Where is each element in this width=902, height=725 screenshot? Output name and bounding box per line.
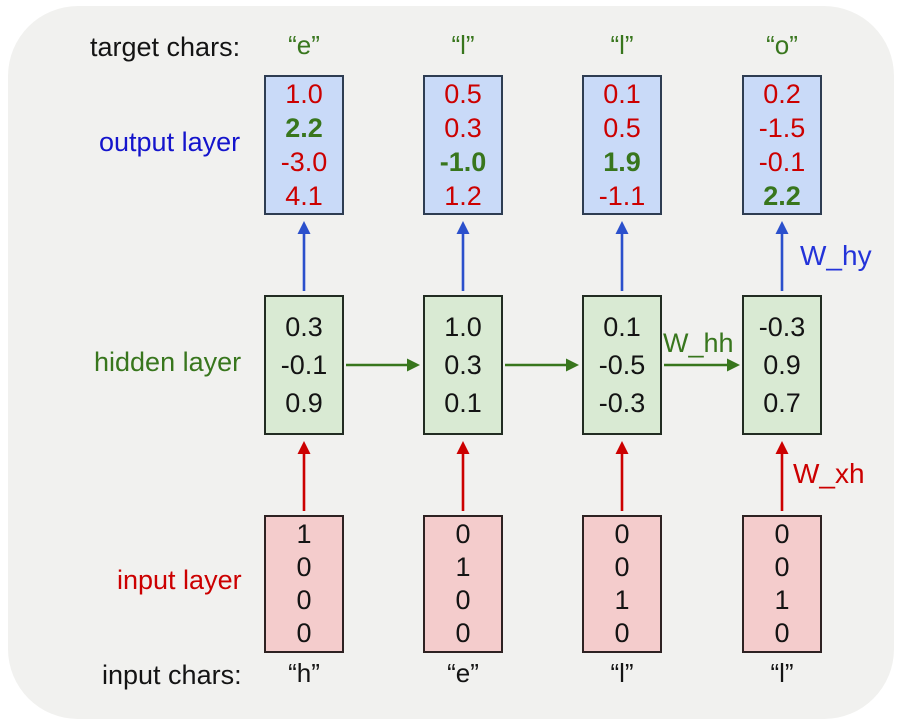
- input-value: 0: [774, 618, 790, 648]
- input-char-2: “l”: [610, 658, 634, 688]
- output-value: 0.3: [444, 113, 482, 143]
- target-char-3: “o”: [766, 30, 798, 60]
- input-value: 0: [455, 618, 471, 648]
- hidden-value: 0.3: [285, 312, 323, 342]
- output-box-0: 1.0 2.2 -3.0 4.1: [264, 75, 344, 215]
- hidden-value: 0.7: [763, 388, 801, 418]
- hidden-box-2: 0.1 -0.5 -0.3: [582, 295, 662, 435]
- output-value: 0.5: [444, 79, 482, 109]
- target-char-0: “e”: [288, 30, 320, 60]
- input-box-2: 0 0 1 0: [582, 515, 662, 653]
- input-value: 0: [296, 552, 312, 582]
- hidden-value: 0.3: [444, 350, 482, 380]
- input-box-0: 1 0 0 0: [264, 515, 344, 653]
- input-box-1: 0 1 0 0: [423, 515, 503, 653]
- output-value: 4.1: [285, 181, 323, 211]
- output-value: 1.2: [444, 181, 482, 211]
- output-value: 0.5: [603, 113, 641, 143]
- hidden-value: -0.5: [598, 350, 646, 380]
- hidden-value: 1.0: [444, 312, 482, 342]
- hidden-box-1: 1.0 0.3 0.1: [423, 295, 503, 435]
- target-chars-label: target chars:: [90, 32, 241, 62]
- input-value: 1: [296, 519, 312, 549]
- hidden-value: -0.3: [598, 388, 646, 418]
- output-value: 1.9: [603, 147, 641, 177]
- output-value: 2.2: [763, 181, 801, 211]
- input-value: 0: [455, 585, 471, 615]
- target-char-1: “l”: [451, 30, 475, 60]
- input-value: 0: [614, 552, 630, 582]
- hidden-value: -0.3: [758, 312, 806, 342]
- weight-label-w-xh: W_xh: [793, 458, 865, 489]
- hidden-value: 0.1: [444, 388, 482, 418]
- input-value: 0: [296, 618, 312, 648]
- input-value: 0: [614, 618, 630, 648]
- input-value: 1: [774, 585, 790, 615]
- weight-label-w-hy: W_hy: [800, 240, 872, 271]
- input-value: 0: [774, 552, 790, 582]
- hidden-value: 0.1: [603, 312, 641, 342]
- hidden-box-0: 0.3 -0.1 0.9: [264, 295, 344, 435]
- input-box-3: 0 0 1 0: [742, 515, 822, 653]
- weight-label-w-hh: W_hh: [663, 328, 734, 358]
- output-value: -1.1: [598, 181, 646, 211]
- input-char-1: “e”: [447, 658, 479, 688]
- output-value: 0.1: [603, 79, 641, 109]
- input-char-0: “h”: [288, 658, 320, 688]
- target-char-2: “l”: [610, 30, 634, 60]
- output-box-2: 0.1 0.5 1.9 -1.1: [582, 75, 662, 215]
- input-layer-label: input layer: [117, 565, 242, 595]
- input-value: 1: [614, 585, 630, 615]
- output-layer-label: output layer: [99, 127, 241, 157]
- hidden-box-3: -0.3 0.9 0.7: [742, 295, 822, 435]
- output-value: 2.2: [285, 113, 323, 143]
- input-value: 0: [455, 519, 471, 549]
- output-box-3: 0.2 -1.5 -0.1 2.2: [742, 75, 822, 215]
- output-value: 1.0: [285, 79, 323, 109]
- input-value: 1: [455, 552, 471, 582]
- output-value: -0.1: [758, 147, 806, 177]
- output-box-1: 0.5 0.3 -1.0 1.2: [423, 75, 503, 215]
- input-value: 0: [614, 519, 630, 549]
- input-value: 0: [774, 519, 790, 549]
- output-value: -3.0: [280, 147, 328, 177]
- output-value: 0.2: [763, 79, 801, 109]
- input-char-3: “l”: [770, 658, 794, 688]
- output-value: -1.5: [758, 113, 806, 143]
- input-chars-label: input chars:: [102, 660, 242, 690]
- hidden-value: 0.9: [763, 350, 801, 380]
- hidden-value: 0.9: [285, 388, 323, 418]
- output-value: -1.0: [439, 147, 487, 177]
- hidden-value: -0.1: [280, 350, 328, 380]
- input-value: 0: [296, 585, 312, 615]
- hidden-layer-label: hidden layer: [94, 347, 242, 377]
